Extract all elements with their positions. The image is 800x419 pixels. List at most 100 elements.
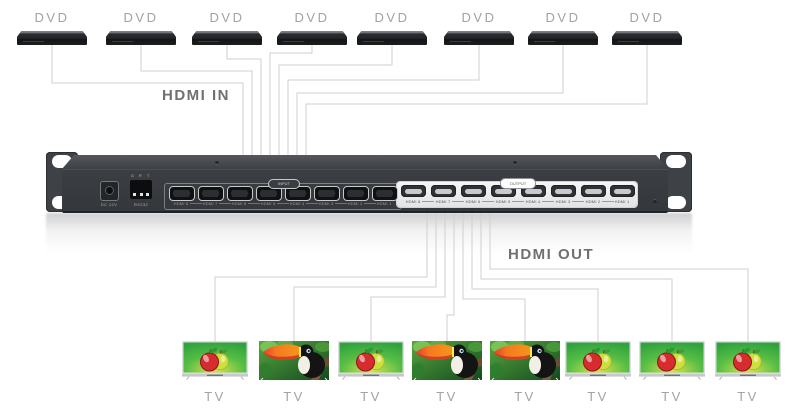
dvd-player-icon [444,31,514,45]
port-label: HDMI 2 [347,201,363,206]
label-dash [247,203,260,204]
hdmi-cable-wire [370,208,446,344]
indicator-dot [653,199,657,203]
tv-screen [259,341,329,381]
tv-label: TV [436,389,458,404]
dvd-player-icon [277,31,347,45]
hdmi-input-port [168,186,195,201]
dvd-player: DVD [277,10,347,45]
hdmi-cable-wire [489,208,749,344]
hdmi-cable-wire [226,44,262,156]
hdmi-input-port [342,186,369,201]
tv: TV [490,341,560,404]
dvd-player: DVD [192,10,262,45]
toucan-image-icon [490,341,560,380]
apple-image-icon [715,341,781,380]
tv-screen [713,341,783,381]
port-label: HDMI 7 [435,199,451,204]
tv: TV [637,341,707,404]
dvd-label: DVD [294,10,330,25]
hdmi-cable-wire [305,44,648,156]
output-group-badge: OUTPUT [500,178,536,189]
hdmi-cable-wire [214,208,428,344]
hdmi-input-port [371,186,398,201]
rs232-pin-icon [146,193,149,196]
hdmi-cable-wire [296,44,564,156]
tv-screen [637,341,707,381]
hdmi-out-label: HDMI OUT [508,246,595,263]
hdmi-cable-wire [293,208,437,344]
tv-label: TV [283,389,305,404]
hdmi-output-port [550,185,576,197]
dvd-player: DVD [444,10,514,45]
label-dash [363,203,376,204]
dvd-label: DVD [123,10,159,25]
label-dash [512,201,524,202]
dvd-label: DVD [545,10,581,25]
dvd-label: DVD [209,10,245,25]
dvd-player: DVD [106,10,176,45]
hdmi-input-port [313,186,340,201]
dvd-player-icon [17,31,87,45]
port-label: HDMI 4 [289,201,305,206]
dvd-player: DVD [357,10,427,45]
tv-screen [336,341,406,381]
port-label: HDMI 7 [202,201,218,206]
label-dash [422,201,434,202]
screw-icon [215,161,219,165]
hdmi-cable-wire [269,44,313,156]
tv-label: TV [661,389,683,404]
rs232-port [130,180,152,199]
dvd-label: DVD [629,10,665,25]
hdmi-output-port [400,185,426,197]
port-label: HDMI 1 [376,201,392,206]
tv-label: TV [514,389,536,404]
tv: TV [180,341,250,404]
label-dash [218,203,231,204]
hdmi-input-port [197,186,224,201]
dvd-player-icon [106,31,176,45]
apple-image-icon [338,341,404,380]
screw-hole-icon [666,196,686,209]
label-dash [572,201,584,202]
tv-screen [563,341,633,381]
hdmi-output-port [460,185,486,197]
tv-label: TV [587,389,609,404]
tv-screen [412,341,482,381]
hdmi-output-port [430,185,456,197]
apple-image-icon [182,341,248,380]
tv-screen [490,341,560,381]
label-dash [334,203,347,204]
dvd-player: DVD [612,10,682,45]
hdmi-cable-wire [287,44,480,156]
dvd-player-icon [528,31,598,45]
apple-image-icon [565,341,631,380]
tv: TV [259,341,329,404]
dvd-player: DVD [528,10,598,45]
hdmi-cable-wire [446,208,455,344]
dvd-player-icon [357,31,427,45]
input-group-badge: INPUT [268,179,300,189]
toucan-image-icon [412,341,482,380]
label-dash [601,201,614,202]
dvd-player: DVD [17,10,87,45]
label-dash [305,203,318,204]
label-dash [542,201,554,202]
port-label: HDMI 2 [585,199,601,204]
tv-label: TV [360,389,382,404]
hdmi-cable-wire [480,208,673,344]
port-label: HDMI 1 [614,199,630,204]
dc-power-label: DC 12V [100,202,118,207]
dvd-player-icon [192,31,262,45]
tv: TV [412,341,482,404]
label-dash [452,201,464,202]
port-label: HDMI 3 [318,201,334,206]
tv-label: TV [737,389,759,404]
hdmi-cable-wire [278,44,393,156]
tv-screen [180,341,250,381]
port-label: HDMI 8 [405,199,421,204]
dc-power-jack [100,181,119,201]
